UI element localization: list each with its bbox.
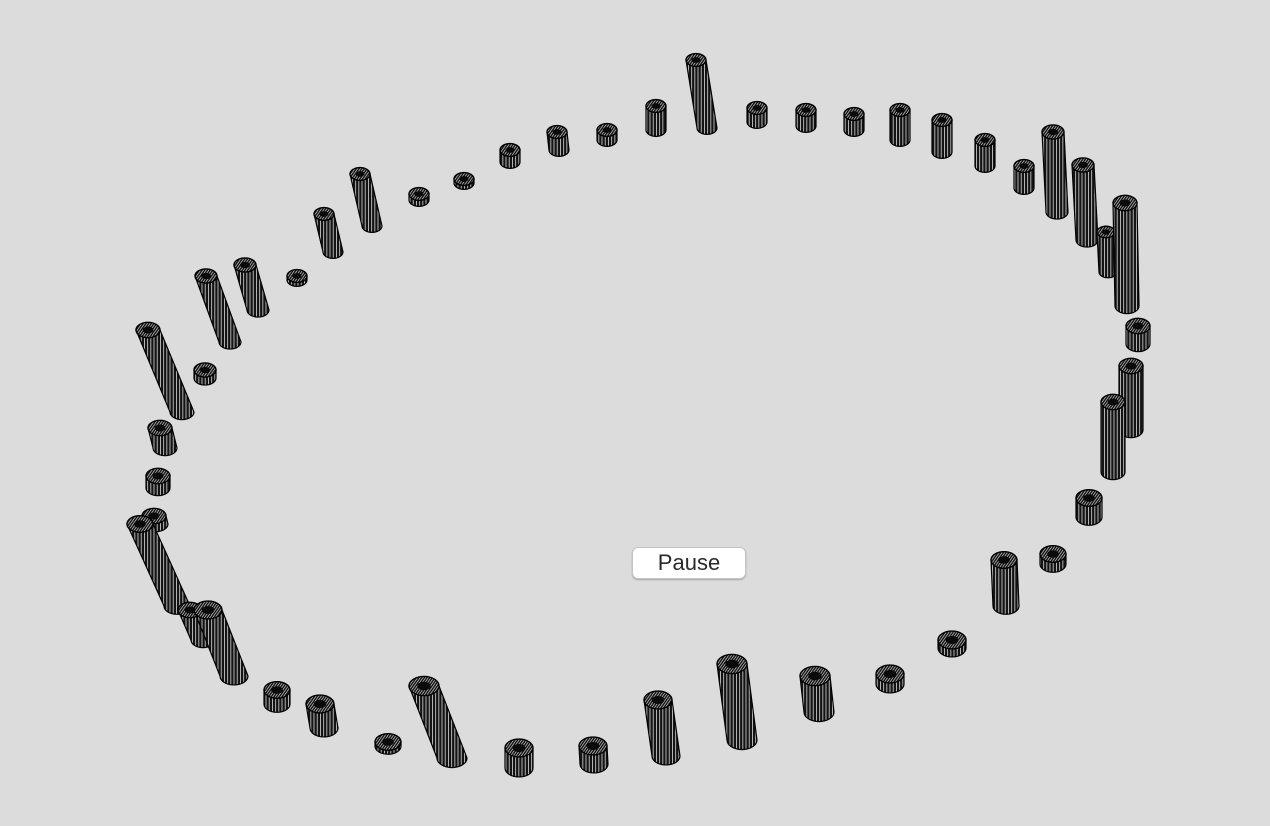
cylinder-bar: [147, 419, 178, 457]
cylinder-bar: [349, 166, 383, 233]
cylinder-bar: [1075, 488, 1103, 526]
cylinder-bar: [1100, 393, 1126, 481]
cylinder-bar: [453, 171, 475, 190]
cylinder-bar: [263, 680, 291, 713]
cylinder-bar: [135, 321, 195, 421]
cylinder-bar: [1112, 194, 1140, 315]
cylinder-bars: [126, 52, 1151, 778]
cylinder-bar: [145, 467, 171, 497]
cylinder-bar: [546, 124, 570, 157]
cylinder-bar: [408, 186, 430, 207]
cylinder-bar: [193, 362, 217, 386]
cylinder-bar: [799, 665, 835, 723]
cylinder-bar: [504, 738, 534, 778]
cylinder-bar: [645, 98, 667, 137]
cylinder-bar: [990, 550, 1020, 615]
cylinder-bar: [843, 106, 865, 137]
cylinder-bar: [931, 112, 953, 159]
cylinder-bar: [1096, 225, 1118, 279]
cylinder-bar: [194, 268, 242, 350]
cylinder-bar: [305, 694, 339, 738]
cylinder-bar: [795, 102, 817, 133]
pause-button[interactable]: Pause: [632, 547, 746, 579]
cylinder-bar: [974, 132, 996, 173]
cylinder-bar: [937, 630, 967, 658]
cylinder-bar: [889, 102, 911, 147]
cylinder-bar: [716, 653, 758, 751]
cylinder-bar: [578, 736, 609, 774]
cylinder-bar: [408, 675, 468, 769]
cylinder-bar: [596, 122, 618, 147]
cylinder-bar: [313, 206, 344, 259]
cylinder-bar: [1013, 158, 1035, 195]
cylinder-bar: [1041, 124, 1069, 220]
cylinder-bar: [1125, 317, 1151, 353]
cylinder-bar: [685, 52, 718, 135]
cylinder-bar: [193, 600, 249, 686]
cylinder-bar: [1039, 544, 1067, 573]
cylinder-bar: [233, 257, 270, 318]
cylinder-bar: [1071, 157, 1099, 248]
cylinder-bar: [643, 690, 681, 766]
cylinder-bar: [374, 732, 402, 755]
cylinder-bar: [499, 142, 521, 169]
cylinder-bar: [126, 514, 191, 615]
cylinder-bar: [286, 268, 308, 287]
cylinder-bar: [875, 664, 905, 694]
cylinder-bar: [746, 100, 768, 129]
